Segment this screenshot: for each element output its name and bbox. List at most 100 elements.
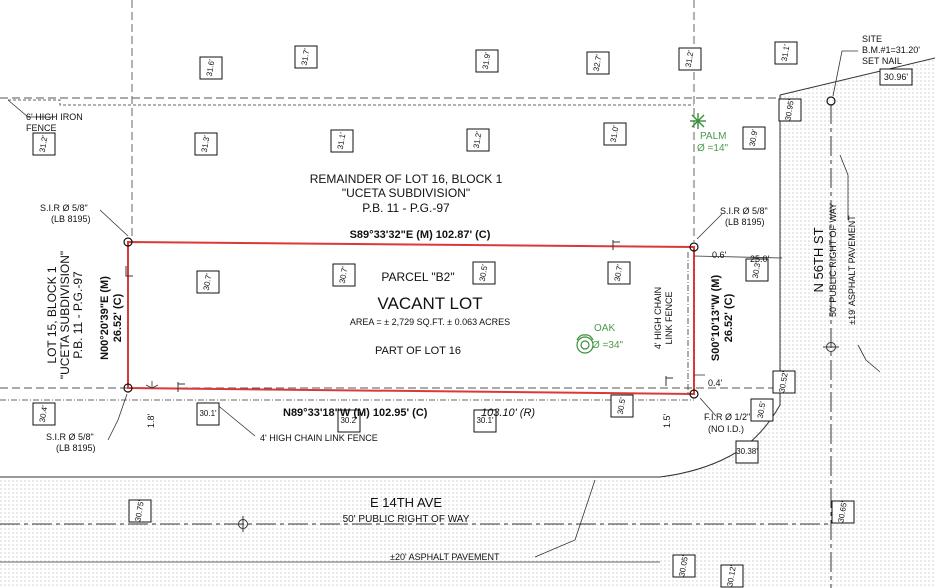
sir-ne-label-1: S.I.R Ø 5/8" [720,206,768,216]
elevation-value: 30.5' [478,263,490,282]
elevation-spot: 30.52' [772,370,796,394]
asphalt-pavement-e14 [0,58,935,588]
monument-se [689,389,699,399]
offset-sw: 1.8' [146,413,156,428]
elevation-value: 30.1' [199,409,217,418]
elevation-spot: 30.75' [128,499,152,523]
sir-ne-label-2: (LB 8195) [725,217,765,227]
elevation-value: 31.3' [200,134,212,153]
elevation-value: 30.05' [677,554,690,577]
centerline-symbol-n56 [823,342,839,352]
elevation-spot: 30.7' [332,263,356,287]
iron-fence [8,99,694,106]
fence-east-label-1: 4' HIGH CHAIN [653,287,663,349]
pole-symbol [125,240,673,392]
bearing-west-1: N00°20'39"E (M) [99,276,111,360]
elevation-spot: 30.5' [472,261,496,285]
elevation-box [194,132,218,156]
elevation-box [466,128,490,152]
street-e14-name: E 14TH AVE [370,495,442,510]
elevation-box [772,370,796,394]
elevation-spots: 31.6'31.7'31.9'32.7'31.2'31.1'31.2'31.3'… [32,41,855,588]
palm-diameter: Ø =14" [697,143,729,154]
site-elevation: 30.96' [879,68,913,86]
elevation-spot: 30.7' [196,270,220,294]
elevation-spot: 31.1' [330,129,354,153]
elevation-value: 30.2' [340,416,358,425]
elevation-value: 31.2' [684,49,696,68]
bearing-east-1: S00°10'13"W (M) [710,275,722,362]
elevation-spot: 30.4' [32,402,56,426]
elevation-box [473,409,497,433]
elevation-box [586,51,610,75]
elevation-spot: 31.3' [194,132,218,156]
benchmark-label: B.M.#1=31.20' [862,45,920,55]
elevation-spot: 30.95' [778,98,802,122]
elevation-spot: 31.2' [678,47,702,71]
fir-se-label-1: F.I.R Ø 1/2" [704,412,750,422]
elevation-box [610,394,634,418]
elevation-box [742,126,766,150]
elevation-spot: 31.7' [294,45,318,69]
elevation-value: 31.7' [300,47,312,66]
elevation-box [735,440,759,464]
sir-nw-label-1: S.I.R Ø 5/8" [40,203,88,213]
fence-south-label: 4' HIGH CHAIN LINK FENCE [260,433,378,443]
elevation-box [199,56,223,80]
elevation-spot: 30.1' [473,409,497,433]
elevation-spot: 30.38' [735,440,759,464]
elevation-value: 30.95' [783,98,796,121]
elevation-value: 30.75' [133,499,146,522]
elevation-box [128,499,152,523]
oak-label: OAK [594,323,615,334]
palm-label: PALM [700,131,727,142]
site-label: SITE [862,34,882,44]
remainder-label-1: REMAINDER OF LOT 16, BLOCK 1 [310,172,503,186]
elevation-box [603,122,627,146]
elevation-spot: 31.9' [475,49,499,73]
elevation-spot: 30.05' [672,554,696,578]
elevation-spot: 30.1' [196,402,220,426]
parcel-area: AREA = ± 2,729 SQ.FT. ± 0.063 ACRES [350,317,510,327]
elevation-value: 30.9' [748,128,760,147]
elevation-spot: 30.12' [720,564,744,588]
elevation-value: 30.38' [736,447,758,456]
sir-sw-label-2: (LB 8195) [56,443,96,453]
elevation-box [745,258,769,282]
elevation-box [607,261,631,285]
parcel-b2-boundary[interactable] [127,240,695,396]
monument-nw [123,237,133,247]
bearing-west-2: 26.52' (C) [112,293,124,342]
street-e14-pavement: ±20' ASPHALT PAVEMENT [390,552,500,562]
elevation-spot: 30.5' [610,394,634,418]
elevation-value: 30.3' [751,260,763,279]
palm-tree-icon [690,113,706,129]
elevation-value: 30.65' [836,500,849,523]
remainder-label-2: "UCETA SUBDIVISION" [342,186,470,200]
elevation-box [294,45,318,69]
bearing-north: S89°33'32"E (M) 102.87' (C) [350,229,491,241]
elevation-box [196,402,220,426]
elevation-value: 31.0' [609,124,621,143]
elevation-spot: 31.2' [32,132,56,156]
elevation-value: 31.1' [336,131,348,150]
elevation-box [678,47,702,71]
bearing-east-2: 26.52' (C) [723,293,735,342]
elevation-box [774,41,798,65]
elevation-value: 30.7' [202,272,214,291]
elevation-box [337,409,361,433]
elevation-box [672,554,696,578]
offset-se: 1.5' [662,413,672,428]
elevation-box [831,500,855,524]
parcel-title: VACANT LOT [377,294,482,313]
fence-east-label-2: LINK FENCE [664,291,674,344]
elevation-spot: 31.2' [466,128,490,152]
sir-sw-label-1: S.I.R Ø 5/8" [46,432,94,442]
elevation-box [32,132,56,156]
remainder-label-3: P.B. 11 - P.G.-97 [362,201,450,215]
elevation-box [330,129,354,153]
parcel-name: PARCEL "B2" [381,270,454,284]
elevation-spot: 31.6' [199,56,223,80]
elevation-value: 30.1' [476,416,494,425]
street-e14-row: 50' PUBLIC RIGHT OF WAY [343,514,470,525]
